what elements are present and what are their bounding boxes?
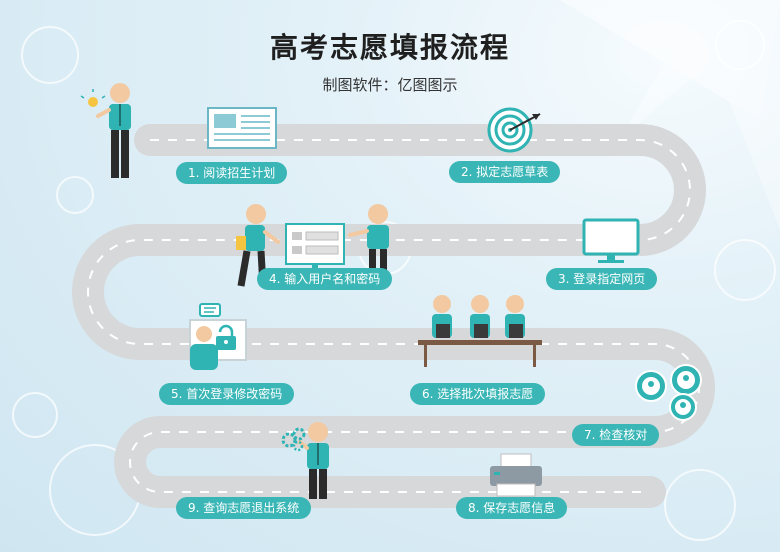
step-6-label: 6. 选择批次填报志愿 (410, 383, 546, 405)
person-5 (190, 326, 218, 370)
step-1-label: 1. 阅读招生计划 (176, 162, 288, 184)
page-subtitle: 制图软件：亿图图示 (322, 76, 458, 94)
step-8-label: 8. 保存志愿信息 (456, 497, 568, 519)
gears-icon (281, 427, 306, 452)
desk-icon (418, 295, 542, 367)
step-2-label: 2. 拟定志愿草表 (449, 161, 561, 183)
gear-people-icon (635, 364, 702, 421)
light-rays (560, 0, 780, 230)
lightbulb-icon (80, 89, 106, 107)
road (72, 124, 715, 508)
person-4b (348, 204, 389, 273)
page-title: 高考志愿填报流程 (269, 31, 510, 64)
person-1 (96, 83, 131, 178)
step-5-label: 5. 首次登录修改密码 (159, 383, 295, 405)
step-9-label: 9. 查询志愿退出系统 (176, 497, 312, 519)
printer-icon (490, 453, 542, 497)
monitor-icon (582, 218, 640, 263)
step-3-label: 3. 登录指定网页 (546, 268, 658, 290)
target-icon (487, 107, 541, 153)
step-4-label: 4. 输入用户名和密码 (257, 268, 393, 290)
person-9 (298, 422, 329, 499)
login-screen-icon (285, 223, 345, 272)
newspaper-icon (207, 107, 277, 149)
step-7-label: 7. 检查核对 (572, 424, 660, 446)
